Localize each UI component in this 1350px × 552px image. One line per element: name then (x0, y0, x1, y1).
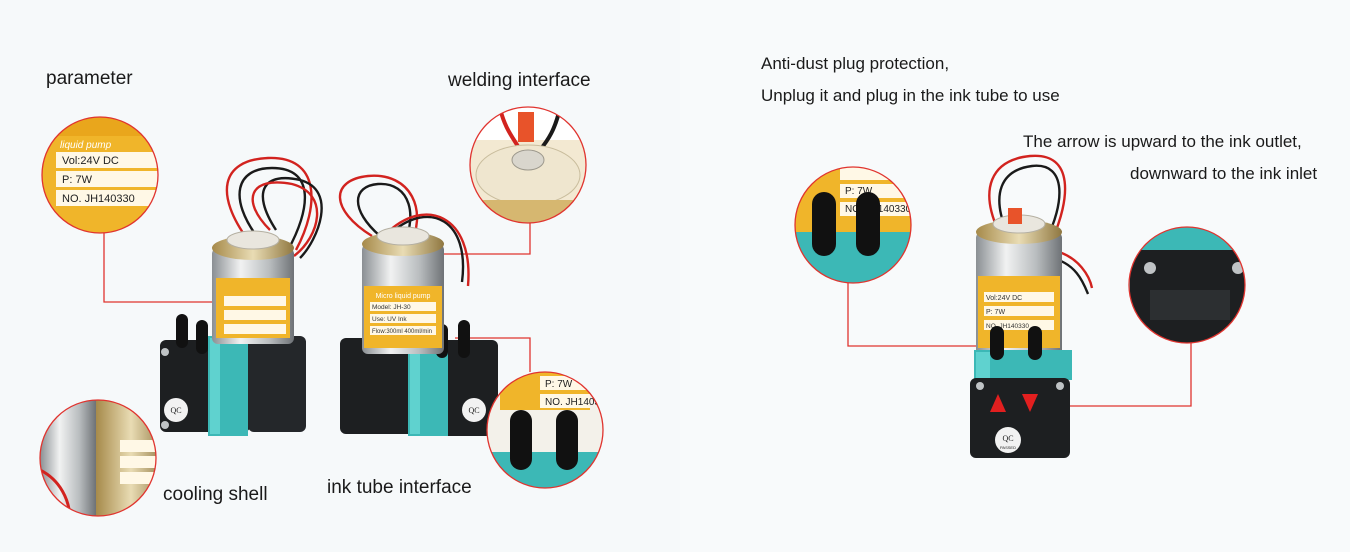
svg-text:liquid pump: liquid pump (60, 140, 112, 151)
right-pump-motor: Vol:24V DC P: 7W NO. JH140330 (976, 208, 1062, 356)
label-cooling-shell: cooling shell (163, 484, 268, 505)
pump-2-wires (338, 174, 470, 287)
right-pump-base: QC PASSED (970, 326, 1072, 458)
svg-text:Micro liquid pump: Micro liquid pump (376, 293, 431, 300)
label-anti-dust-line-2: Unplug it and plug in the ink tube to us… (761, 86, 1060, 105)
callout-welding-zoom (469, 106, 587, 224)
right-product-panel: Vol:24V DC P: 7W NO. JH140330 QC PASSED (680, 0, 1350, 552)
svg-text:P: 7W: P: 7W (986, 309, 1005, 316)
svg-text:PASSED: PASSED (1000, 445, 1016, 450)
svg-text:QC: QC (468, 406, 479, 415)
label-parameter: parameter (46, 68, 133, 89)
svg-text:Flow:300ml 400ml/min: Flow:300ml 400ml/min (372, 329, 432, 335)
callout-arrow-direction-zoom (1128, 226, 1246, 344)
label-welding-interface: welding interface (448, 70, 591, 91)
callout-parameter-zoom: liquid pump Vol:24V DC P: 7W NO. JH14033… (41, 116, 159, 234)
left-product-illustration: QC QC (39, 106, 612, 517)
label-arrow-line-1: The arrow is upward to the ink outlet, (1023, 132, 1302, 151)
svg-text:QC: QC (1002, 434, 1013, 443)
callout-anti-dust-zoom: P: 7W NO. JH140330 (794, 166, 912, 284)
svg-text:P: 7W: P: 7W (845, 186, 873, 197)
svg-text:NO. JH140330: NO. JH140330 (986, 323, 1029, 330)
pump-1-wires (225, 156, 323, 259)
pump-1-base: QC (160, 314, 306, 436)
svg-text:P: 7W: P: 7W (62, 174, 93, 186)
svg-text:Vol:24V DC: Vol:24V DC (986, 295, 1022, 302)
svg-text:Model: JH-30: Model: JH-30 (372, 304, 411, 311)
svg-text:NO. JH140330: NO. JH140330 (62, 193, 135, 205)
pump-2-motor: Micro liquid pump Model: JH-30 Use: UV I… (362, 226, 444, 354)
svg-text:NO. JH140330: NO. JH140330 (545, 397, 612, 408)
callout-ink-tube-zoom: P: 7W NO. JH140330 (486, 371, 612, 489)
svg-text:Vol:24V DC: Vol:24V DC (62, 155, 119, 167)
callout-cooling-zoom (39, 399, 157, 517)
label-arrow-line-2: downward to the ink inlet (1130, 164, 1318, 183)
label-anti-dust-line-1: Anti-dust plug protection, (761, 54, 950, 73)
svg-text:P: 7W: P: 7W (545, 379, 573, 390)
left-product-panel: QC QC (39, 68, 612, 517)
right-product-illustration: Vol:24V DC P: 7W NO. JH140330 QC PASSED (794, 154, 1246, 458)
svg-text:Use: UV Ink: Use: UV Ink (372, 316, 407, 323)
svg-text:QC: QC (170, 406, 181, 415)
pump-1-motor (212, 230, 294, 344)
label-ink-tube-interface: ink tube interface (327, 477, 472, 498)
right-callout-lines (847, 283, 1192, 407)
